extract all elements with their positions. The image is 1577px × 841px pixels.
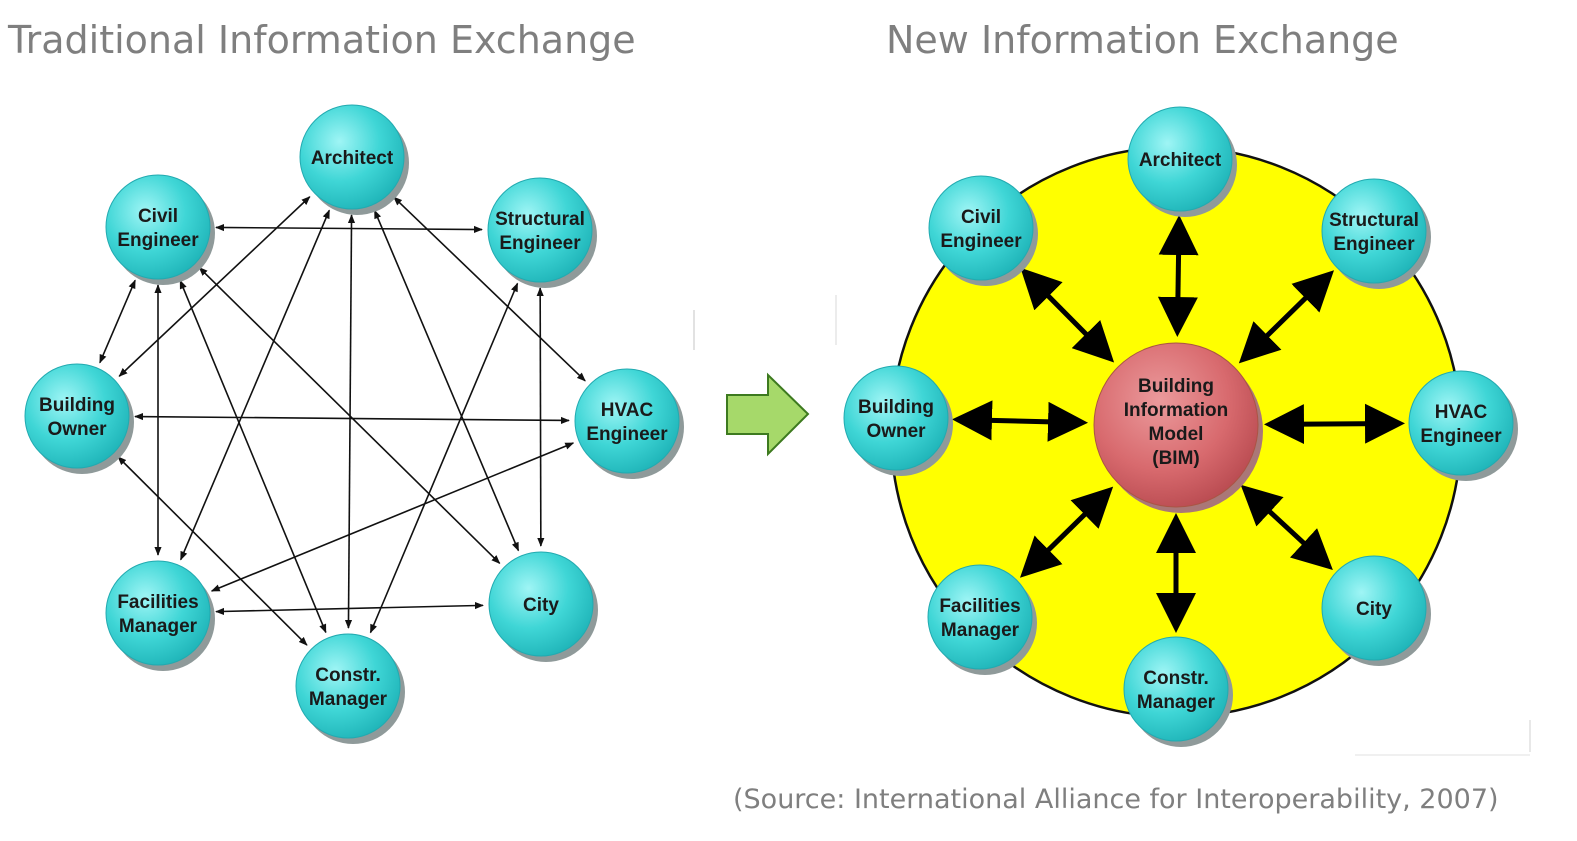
node-circle	[927, 564, 1033, 670]
link-structural-city	[536, 287, 545, 547]
link-architect-constr	[344, 214, 356, 629]
link-facilities-hvac	[210, 442, 575, 592]
node-circle	[488, 551, 594, 657]
link-architect-city	[373, 209, 520, 552]
node-label: Facilities	[117, 592, 198, 613]
edge-marks	[693, 295, 1531, 756]
node-label: Owner	[866, 421, 926, 442]
traditional-exchange-title: Traditional Information Exchange	[8, 18, 636, 62]
node-label: City	[1356, 599, 1392, 620]
link-civil-owner	[99, 279, 136, 364]
node-circle	[487, 177, 593, 283]
node-label: Manager	[1137, 692, 1216, 713]
node-label: Engineer	[499, 233, 581, 254]
bim-arrow-hvac	[1263, 403, 1406, 445]
bim-arrow-city	[1240, 484, 1333, 570]
bim-arrow-structural	[1238, 270, 1335, 364]
node-label: Civil	[961, 207, 1001, 228]
node-label: Constr.	[1143, 668, 1208, 689]
transition-arrow	[726, 372, 810, 457]
node-circle	[1321, 178, 1427, 284]
bim-nodes-group: ArchitectCivilEngineerStructuralEngineer…	[843, 106, 1518, 747]
node-circle	[1127, 106, 1233, 212]
source-citation: (Source: International Alliance for Inte…	[733, 784, 1499, 815]
bim-node-architect: Architect	[1127, 106, 1237, 217]
node-circle	[24, 363, 130, 469]
bim-node-city: City	[1321, 555, 1431, 666]
node-label: Structural	[1329, 210, 1419, 231]
node-label: Structural	[495, 209, 585, 230]
node-label: Owner	[47, 419, 107, 440]
node-circle	[105, 560, 211, 666]
node-label: HVAC	[1435, 402, 1488, 423]
bim-label: Model	[1149, 424, 1204, 445]
node-label: Constr.	[315, 665, 380, 686]
bim-node-hvac: HVAC Engineer	[1408, 370, 1518, 481]
node-circle	[1408, 370, 1514, 476]
node-label: Engineer	[586, 424, 668, 445]
link-civil-structural	[215, 223, 483, 234]
bim-arrow-facilities	[1020, 486, 1114, 578]
bim-arrows-group	[951, 214, 1406, 633]
traditional-node-constr: Constr. Manager	[295, 633, 405, 744]
traditional-nodes-group: ArchitectCivilEngineerStructuralEngineer…	[24, 104, 684, 744]
node-label: Facilities	[939, 596, 1020, 617]
node-circle	[843, 365, 949, 471]
node-circle	[1321, 555, 1427, 661]
link-civil-constr	[179, 279, 327, 634]
node-label: Manager	[119, 616, 198, 637]
bim-node-constr: Constr. Manager	[1123, 636, 1233, 747]
traditional-node-city: City	[488, 551, 598, 662]
traditional-node-hvac: HVAC Engineer	[574, 368, 684, 479]
node-circle	[299, 104, 405, 210]
traditional-links-group	[99, 196, 586, 646]
node-circle	[105, 174, 211, 280]
link-facilities-city	[215, 601, 484, 616]
node-label: Engineer	[940, 231, 1022, 252]
bim-arrow-owner	[951, 400, 1089, 442]
traditional-node-architect: Architect	[299, 104, 409, 215]
node-label: HVAC	[601, 400, 654, 421]
node-label: Engineer	[1420, 426, 1502, 447]
bim-circle	[1093, 342, 1259, 508]
bim-arrow-civil	[1020, 267, 1115, 363]
node-label: Building	[39, 395, 115, 416]
node-circle	[928, 175, 1034, 281]
node-label: Manager	[309, 689, 388, 710]
node-label: Engineer	[117, 230, 199, 251]
bim-label: (BIM)	[1152, 448, 1199, 469]
node-label: Civil	[138, 206, 178, 227]
node-label: City	[523, 595, 559, 616]
bim-arrow-architect	[1157, 214, 1199, 338]
new-exchange-title: New Information Exchange	[886, 18, 1399, 62]
link-owner-hvac	[134, 413, 570, 424]
node-label: Architect	[1139, 150, 1222, 171]
node-label: Architect	[311, 148, 394, 169]
node-label: Manager	[941, 620, 1020, 641]
node-label: Engineer	[1333, 234, 1415, 255]
bim-label: Building	[1138, 376, 1214, 397]
node-circle	[1123, 636, 1229, 742]
bim-label: Information	[1124, 400, 1229, 421]
node-circle	[295, 633, 401, 739]
node-circle	[574, 368, 680, 474]
node-label: Building	[858, 397, 934, 418]
